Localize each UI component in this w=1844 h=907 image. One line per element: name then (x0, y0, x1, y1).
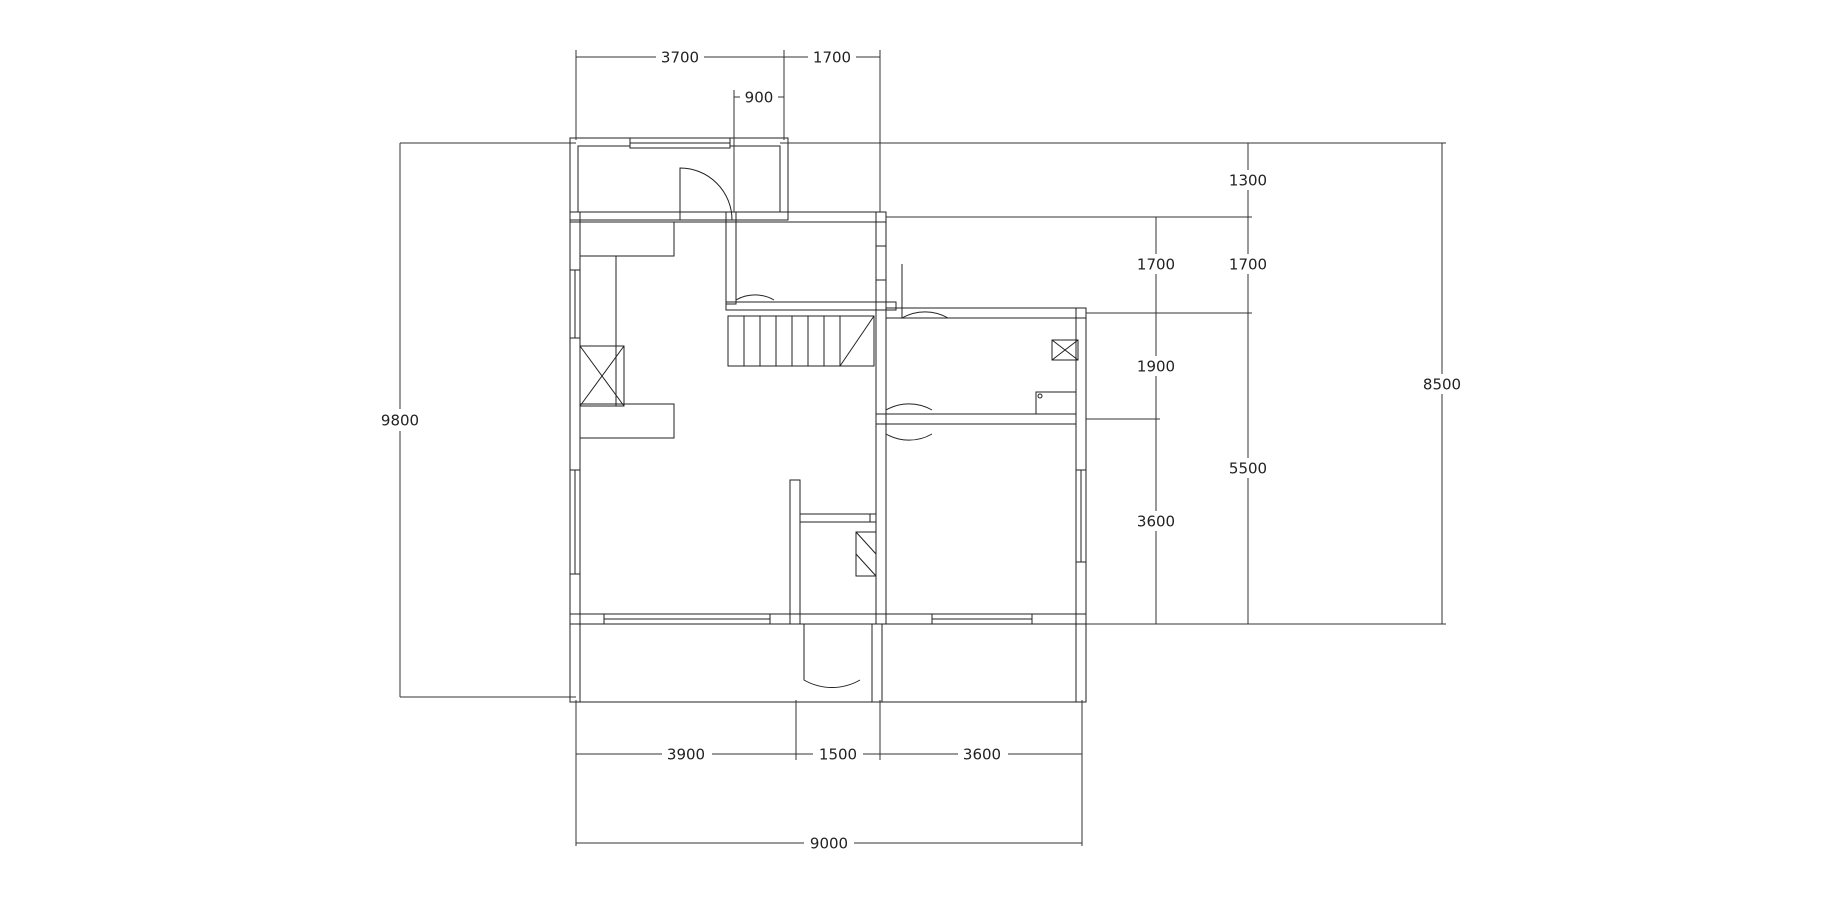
dim-bottom-total: 9000 (810, 835, 848, 853)
dimension-labels: 3700 1700 900 3900 1500 3600 9000 9800 1… (378, 47, 1466, 853)
dim-top-a: 3700 (661, 49, 699, 67)
dim-top-c: 900 (745, 89, 774, 107)
dim-right-total: 8500 (1423, 376, 1461, 394)
dim-bottom-b: 1500 (819, 746, 857, 764)
dim-right-mid-a: 1300 (1229, 172, 1267, 190)
dimension-lines (399, 50, 1446, 846)
dim-right-mid-c: 5500 (1229, 460, 1267, 478)
staircase (727, 315, 875, 367)
windows (569, 137, 1087, 625)
fixtures (579, 221, 1079, 577)
dim-right-mid-b: 1700 (1229, 256, 1267, 274)
dim-right-inner-b: 1900 (1137, 358, 1175, 376)
dim-bottom-c: 3600 (963, 746, 1001, 764)
dim-top-b: 1700 (813, 49, 851, 67)
dim-right-inner-c: 3600 (1137, 513, 1175, 531)
dim-right-inner-a: 1700 (1137, 256, 1175, 274)
dim-left-total: 9800 (381, 412, 419, 430)
doors (679, 167, 949, 689)
dim-bottom-a: 3900 (667, 746, 705, 764)
